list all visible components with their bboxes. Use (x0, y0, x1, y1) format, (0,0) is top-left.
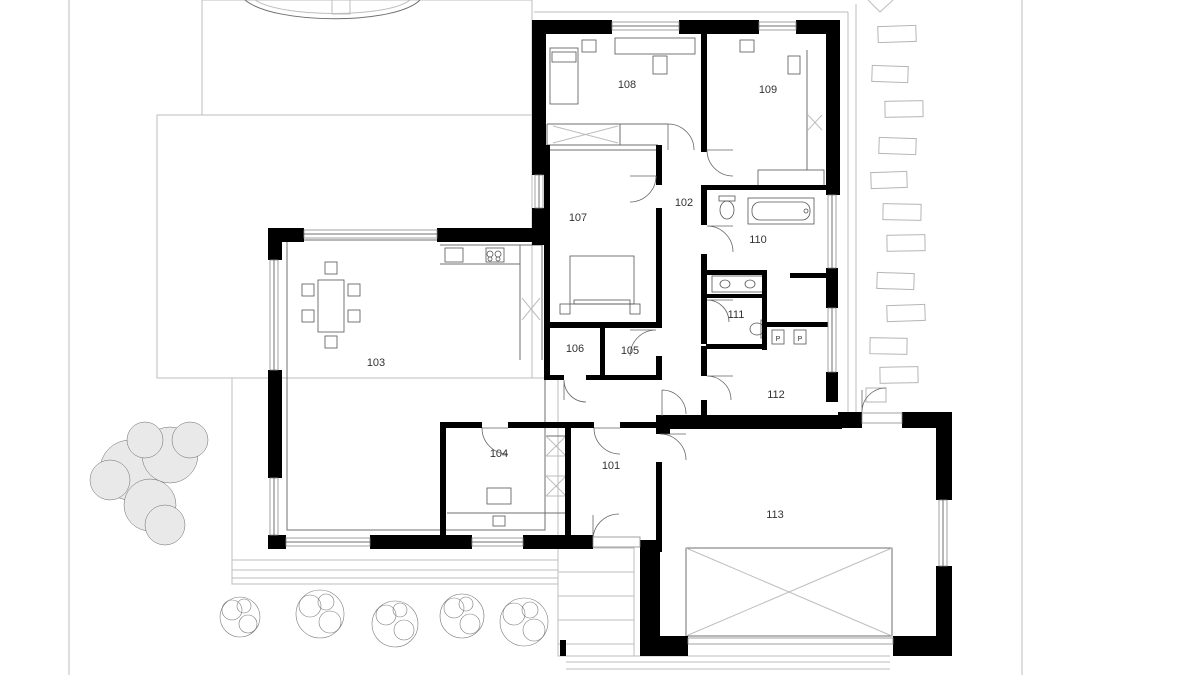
room-label-106: 106 (566, 343, 584, 355)
bed-icon (559, 255, 641, 315)
room-labels: 101 102 103 104 105 106 107 108 109 110 … (367, 79, 785, 521)
window-icon (285, 537, 371, 547)
site-context (68, 0, 1023, 675)
room-label-103: 103 (367, 357, 385, 369)
window-icon (269, 477, 279, 536)
desk-icon (486, 487, 512, 527)
door-swing-icon (592, 513, 641, 548)
kitchen-counter-icon (444, 247, 505, 263)
window-icon (269, 259, 279, 371)
walls (268, 20, 952, 656)
door-swing-icon (563, 379, 587, 403)
shrub-icon (371, 600, 419, 648)
room-label-107: 107 (569, 212, 587, 224)
shrub-icon (295, 589, 345, 639)
door-swing-icon (667, 123, 695, 151)
bathtub-icon (747, 197, 815, 225)
window-icon (758, 21, 797, 31)
room-label-102: 102 (675, 197, 693, 209)
door-swing-icon (661, 389, 687, 416)
door-swing-icon (706, 299, 733, 323)
room-label-108: 108 (618, 79, 636, 91)
fixture-mark-left: P (776, 336, 781, 343)
shrub-icon (499, 597, 549, 647)
dining-table-icon (301, 261, 361, 349)
fixture-mark-right: P (798, 336, 803, 343)
shrub-icon (439, 593, 485, 639)
window-icon (827, 194, 837, 269)
door-swing-icon (481, 427, 509, 455)
room-label-112: 112 (767, 389, 785, 401)
desk-icon (739, 39, 825, 187)
room-label-110: 110 (749, 234, 767, 246)
doors (481, 123, 903, 548)
windows (269, 21, 948, 645)
window-icon (827, 307, 837, 373)
door-swing-icon (861, 387, 903, 424)
window-icon (938, 499, 948, 567)
door-swing-icon (706, 375, 733, 401)
room-label-104: 104 (490, 448, 508, 460)
stepping-stones (865, 24, 926, 403)
window-icon (303, 229, 438, 239)
sink-icon (711, 275, 765, 293)
shrub-icon (219, 596, 261, 638)
window-icon (471, 537, 524, 547)
door-swing-icon (629, 175, 657, 203)
room-label-111: 111 (728, 309, 745, 321)
window-icon (687, 637, 894, 645)
room-label-101: 101 (602, 460, 620, 472)
window-icon (534, 174, 544, 209)
bed-icon (549, 37, 696, 105)
room-label-109: 109 (759, 84, 777, 96)
room-label-105: 105 (621, 345, 639, 357)
door-swing-icon (629, 329, 657, 357)
tree-icon (89, 421, 209, 546)
car-space-icon (685, 547, 893, 637)
room-label-113: 113 (766, 509, 784, 521)
toilet-icon (718, 195, 736, 220)
window-icon (611, 21, 680, 31)
door-swing-icon (659, 433, 687, 461)
door-swing-icon (706, 225, 734, 253)
door-swing-icon (593, 427, 621, 455)
door-swing-icon (706, 149, 734, 177)
landscaping (89, 421, 549, 648)
